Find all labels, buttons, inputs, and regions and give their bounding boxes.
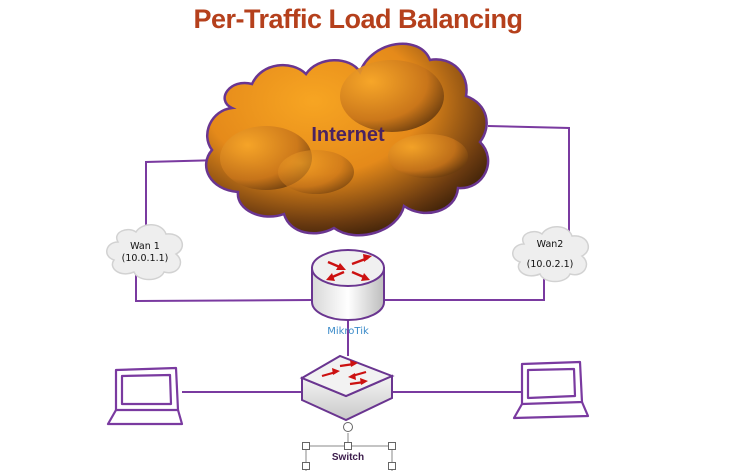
resize-handle xyxy=(344,442,352,450)
wan1-ip: (10.0.1.1) xyxy=(121,253,169,264)
cloud-puff xyxy=(340,60,444,132)
switch-icon xyxy=(299,354,395,422)
router-icon xyxy=(311,249,385,321)
link-wan2-router xyxy=(384,276,545,301)
link-internet-wan1 xyxy=(145,159,223,236)
resize-handle xyxy=(302,442,310,450)
router-arrows xyxy=(326,254,372,281)
switch-label: Switch xyxy=(331,452,365,463)
internet-cloud xyxy=(205,42,490,237)
link-internet-wan2 xyxy=(487,125,570,232)
cloud-puff xyxy=(388,134,468,178)
rotate-handle xyxy=(343,422,353,432)
link-wan1-router xyxy=(135,270,313,303)
laptop-left-icon xyxy=(106,366,184,426)
wan1-cloud xyxy=(106,224,184,281)
diagram-title: Per-Traffic Load Balancing xyxy=(193,4,523,34)
wan2-cloud xyxy=(512,226,590,283)
wan2-label: Wan2 xyxy=(536,239,564,250)
links xyxy=(135,125,570,393)
cloud-puff xyxy=(278,150,354,194)
internet-label: Internet xyxy=(311,124,385,146)
resize-handle xyxy=(388,442,396,450)
switch-arrows xyxy=(321,360,368,386)
laptop-right-icon xyxy=(512,360,590,420)
router-label: MikroTik xyxy=(327,326,369,337)
selection-box[interactable] xyxy=(302,422,396,471)
resize-handle xyxy=(302,462,310,470)
wan1-label: Wan 1 xyxy=(130,241,160,252)
resize-handle xyxy=(388,462,396,470)
wan2-ip: (10.0.2.1) xyxy=(526,259,574,270)
